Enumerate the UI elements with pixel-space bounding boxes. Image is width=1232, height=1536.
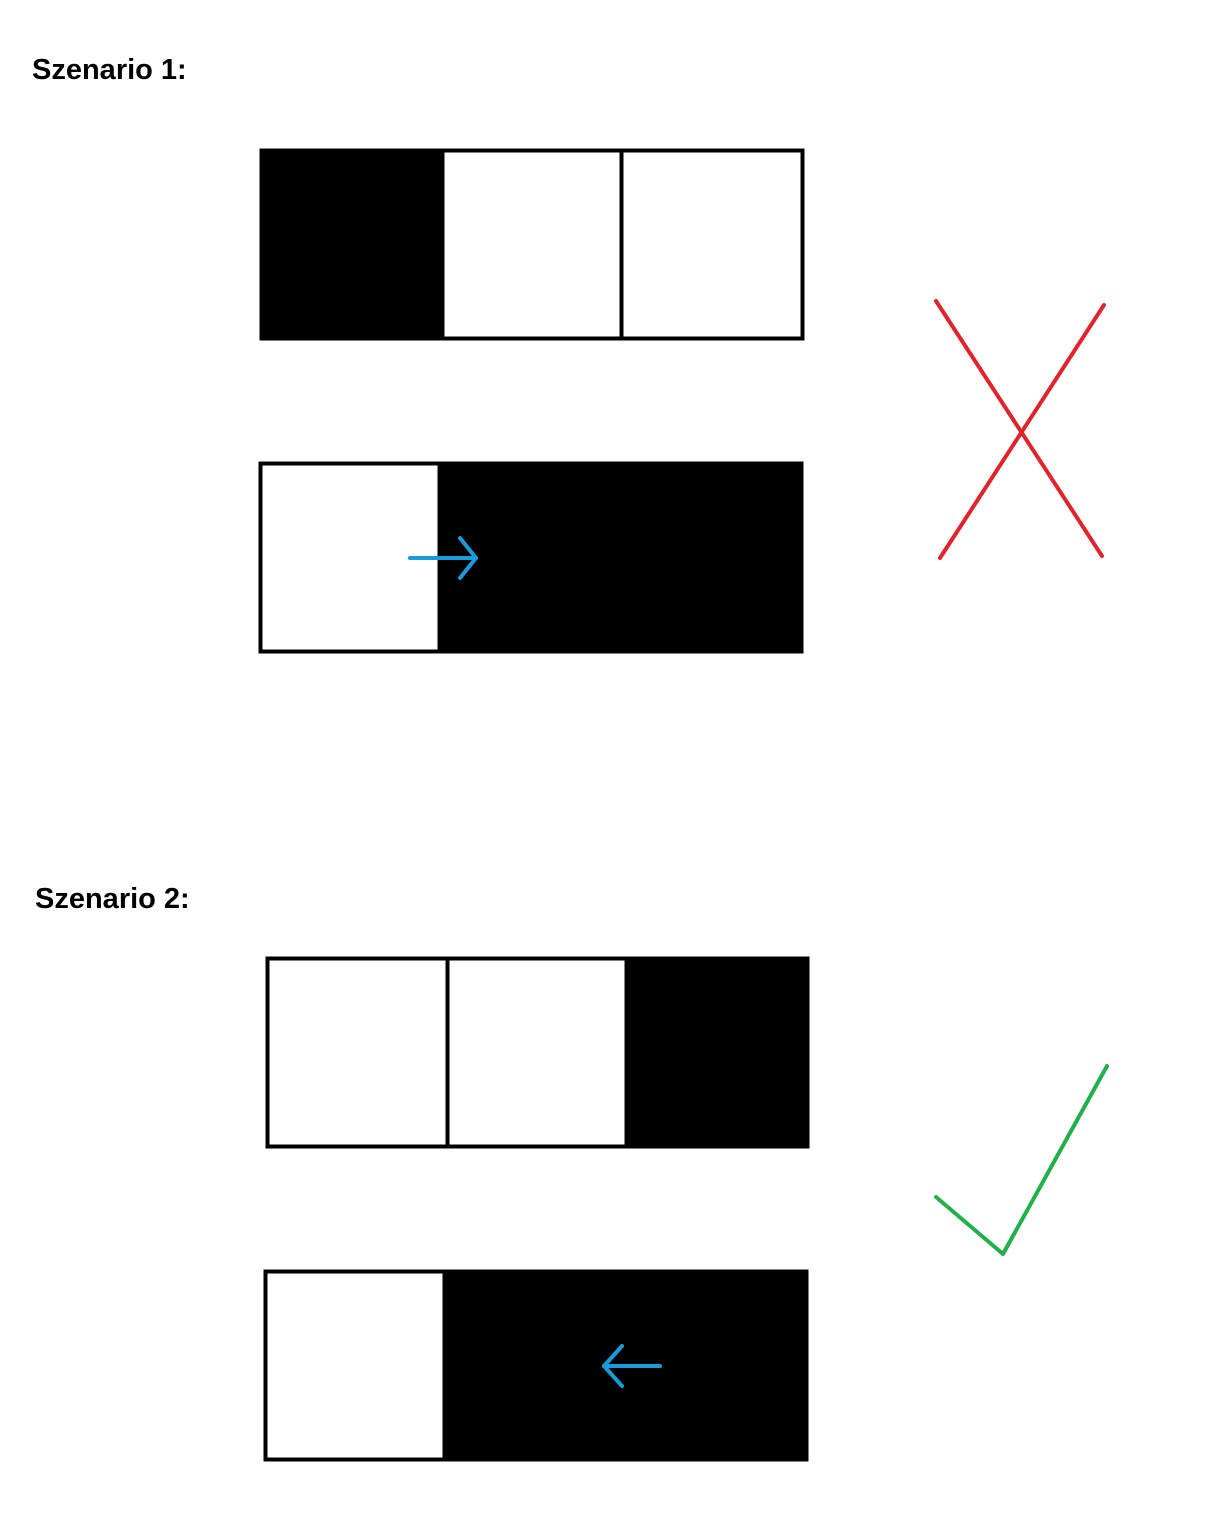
scenario-2-after-row bbox=[263, 1269, 809, 1462]
scenario-2-title: Szenario 2: bbox=[35, 883, 190, 915]
scenario-1-before-cell-1 bbox=[259, 148, 445, 341]
arrow-right-icon bbox=[408, 536, 478, 580]
check-mark-icon bbox=[934, 1064, 1109, 1256]
cross-mark-icon bbox=[934, 299, 1106, 560]
arrow-left-icon bbox=[602, 1344, 662, 1388]
scenario-1-before-cell-3 bbox=[619, 148, 805, 341]
scenario-2-before-row bbox=[265, 956, 810, 1149]
scenario-2-before-cell-3 bbox=[624, 956, 810, 1149]
scenario-1-after-row bbox=[258, 461, 804, 654]
scenario-1-title: Szenario 1: bbox=[32, 54, 187, 86]
scenario-2-before-cell-2 bbox=[445, 956, 629, 1149]
scenario-1-after-cell-3 bbox=[619, 461, 804, 654]
scenario-2-before-cell-1 bbox=[265, 956, 450, 1149]
scenario-2-after-cell-2 bbox=[442, 1269, 628, 1462]
scenario-1-before-cell-2 bbox=[440, 148, 624, 341]
scenario-1-before-row bbox=[259, 148, 805, 341]
scenario-2-after-cell-1 bbox=[263, 1269, 447, 1462]
